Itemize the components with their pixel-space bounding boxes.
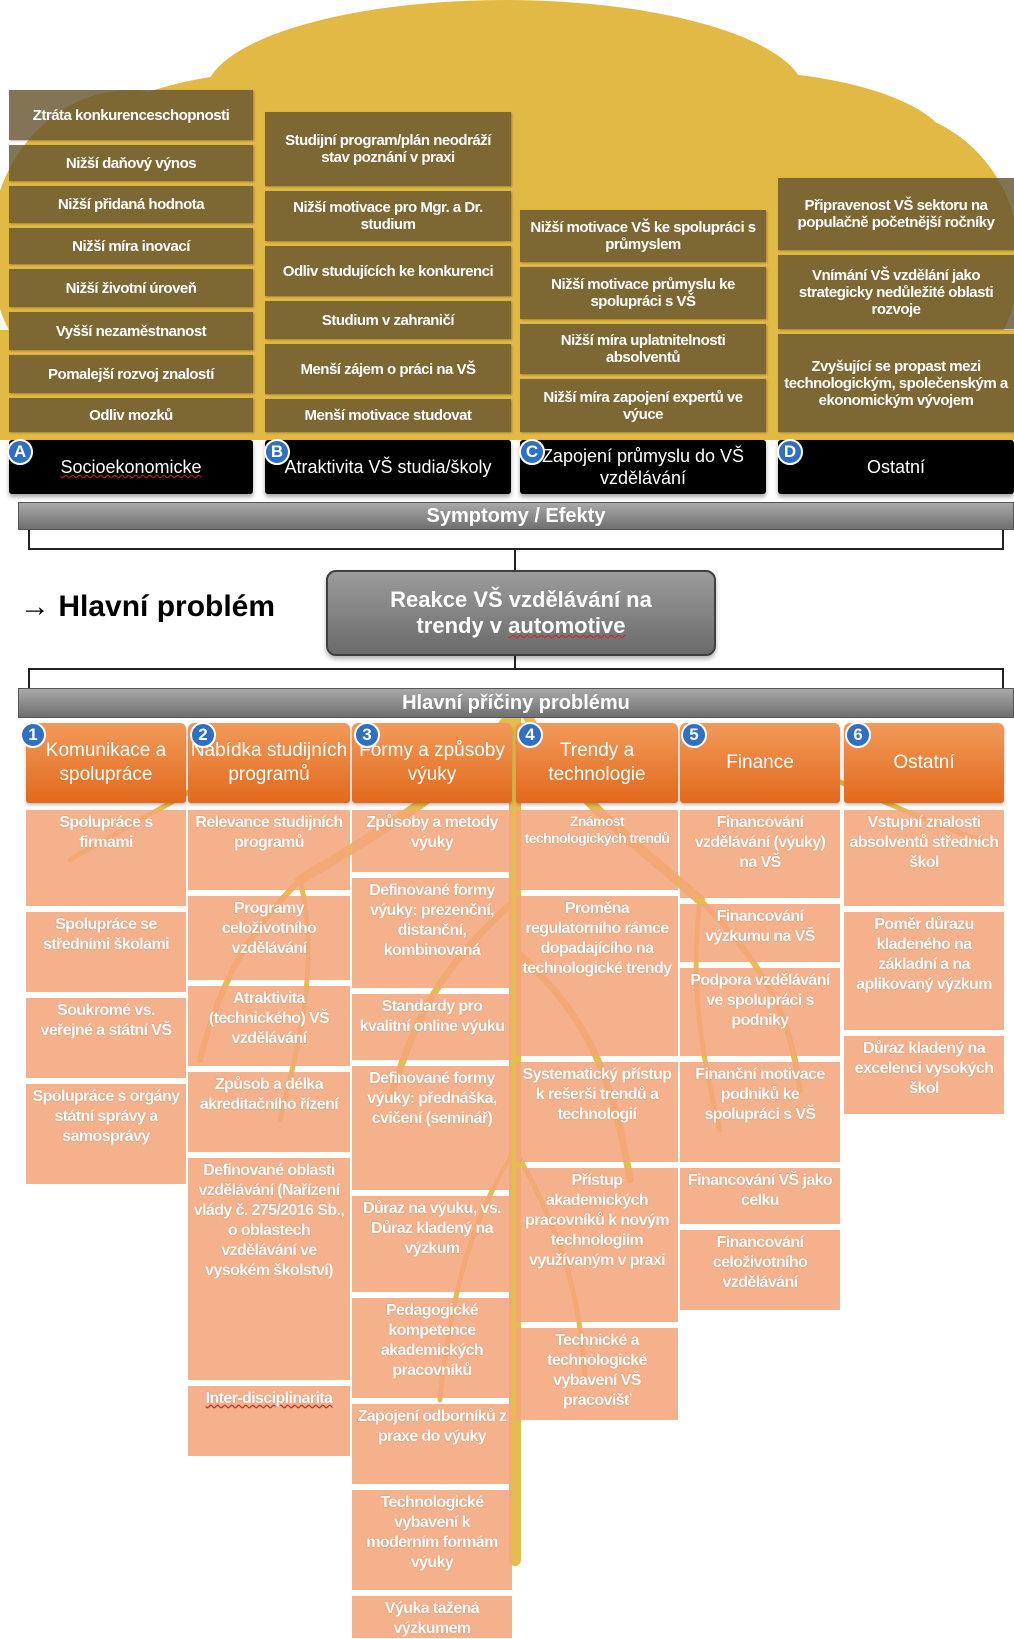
- symptom-item: Odliv studujících ke konkurenci: [265, 246, 511, 296]
- cause-item: Výuka tažená výzkumem: [352, 1596, 512, 1638]
- cause-item: Inter-disciplinarita: [188, 1386, 350, 1456]
- badge-2: 2: [190, 722, 216, 748]
- main-problem-text: trendy v: [416, 613, 509, 638]
- cause-item: Proměna regulatorního rámce dopadajícího…: [516, 896, 678, 1056]
- cause-item: Přístup akademických pracovníků k novým …: [516, 1168, 678, 1322]
- symptom-item: Nižší motivace VŠ ke spolupráci s průmys…: [520, 210, 766, 262]
- badge-b: B: [264, 439, 290, 465]
- cause-item: Financování vzdělávání (výuky) na VŠ: [680, 810, 840, 898]
- symptom-item: Nižší míra zapojení expertů ve výuce: [520, 379, 766, 432]
- causes-bar: Hlavní příčiny problému: [18, 688, 1014, 718]
- cause-item: Podpora vzdělávání ve spolupráci s podni…: [680, 968, 840, 1056]
- cause-header-communication: Komunikace a spolupráce: [26, 723, 186, 803]
- cause-item: Způsoby a metody výuky: [352, 810, 512, 872]
- cause-item: Soukromé vs. veřejné a státní VŠ: [26, 998, 186, 1078]
- symptom-item: Ztráta konkurenceschopnosti: [9, 90, 253, 140]
- category-attractiveness: Atraktivita VŠ studia/školy: [265, 440, 511, 494]
- main-problem-line1: Reakce VŠ vzdělávání na: [390, 587, 652, 612]
- cause-item: Definované formy výuky: prezenční, dista…: [352, 878, 512, 988]
- category-other: Ostatní: [778, 440, 1014, 494]
- category-socioeconomic: Socioekonomicke: [9, 440, 253, 494]
- symptom-item: Menší motivace studovat: [265, 399, 511, 432]
- cause-item: Systematický přístup k rešerši trendů a …: [516, 1062, 678, 1162]
- cause-item: Zapojení odborníků z praxe do výuky: [352, 1404, 512, 1484]
- cause-item: Důraz na výuku, vs. Důraz kladený na výz…: [352, 1196, 512, 1292]
- symptom-item: Studium v zahraničí: [265, 301, 511, 339]
- category-industry-involvement: Zapojení průmyslu do VŠ vzdělávání: [520, 440, 766, 494]
- cause-item: Definované oblasti vzdělávání (Nařízení …: [188, 1158, 350, 1380]
- symptoms-bar: Symptomy / Efekty: [18, 502, 1014, 530]
- cause-item: Atraktivita (technického) VŠ vzdělávání: [188, 986, 350, 1066]
- cause-item: Spolupráce se středními školami: [26, 912, 186, 992]
- cause-item: Financování celoživotního vzdělávání: [680, 1230, 840, 1310]
- symptom-item: Nižší míra uplatnitelnosti absolventů: [520, 324, 766, 374]
- symptom-item: Nižší míra inovací: [9, 228, 253, 264]
- cause-item: Programy celoživotního vzdělávání: [188, 896, 350, 980]
- symptom-item: Vyšší nezaměstnanost: [9, 312, 253, 350]
- symptom-item: Studijní program/plán neodráží stav pozn…: [265, 112, 511, 186]
- main-problem-label: → Hlavní problém: [20, 590, 276, 623]
- symptom-item: Menší zájem o práci na VŠ: [265, 344, 511, 394]
- cause-item: Technologické vybavení k moderním formám…: [352, 1490, 512, 1590]
- cause-header-trends: Trendy a technologie: [516, 723, 678, 803]
- badge-5: 5: [681, 722, 707, 748]
- symptom-item: Pomalejší rozvoj znalostí: [9, 355, 253, 393]
- cause-item: Známost technologických trendů: [516, 810, 678, 890]
- badge-c: C: [519, 439, 545, 465]
- connector-line: [514, 652, 516, 668]
- symptom-item: Odliv mozků: [9, 398, 253, 432]
- connector-line: [514, 550, 516, 572]
- cause-item: Relevance studijních programů: [188, 810, 350, 890]
- cause-item: Financování výzkumu na VŠ: [680, 904, 840, 962]
- symptom-item: Nižší motivace pro Mgr. a Dr. studium: [265, 191, 511, 241]
- symptom-item: Připravenost VŠ sektoru na populačně poč…: [778, 178, 1014, 250]
- badge-1: 1: [20, 722, 46, 748]
- symptom-item: Nižší přidaná hodnota: [9, 186, 253, 223]
- badge-a: A: [7, 439, 33, 465]
- main-problem-keyword: automotive: [508, 613, 626, 638]
- symptom-item: Vnímání VŠ vzdělání jako strategicky ned…: [778, 255, 1014, 329]
- cause-item: Způsob a délka akreditačního řízení: [188, 1072, 350, 1152]
- cause-item: Finanční motivace podniků ke spolupráci …: [680, 1062, 840, 1162]
- badge-6: 6: [845, 722, 871, 748]
- cause-item: Spolupráce s orgány státní správy a samo…: [26, 1084, 186, 1184]
- main-problem-box: Reakce VŠ vzdělávání na trendy v automot…: [326, 570, 716, 656]
- main-problem-line2: trendy v automotive: [390, 613, 652, 639]
- badge-4: 4: [517, 722, 543, 748]
- cause-item: Financování VŠ jako celku: [680, 1168, 840, 1224]
- cause-item: Technické a technologické vybavení VŠ pr…: [516, 1328, 678, 1420]
- cause-item: Definované formy výuky: přednáška, cviče…: [352, 1066, 512, 1190]
- cause-item: Pedagogické kompetence akademických prac…: [352, 1298, 512, 1398]
- cause-item: Poměr důrazu kladeného na základní a na …: [844, 912, 1004, 1030]
- symptom-item: Nižší daňový výnos: [9, 145, 253, 181]
- symptom-item: Nižší motivace průmyslu ke spolupráci s …: [520, 267, 766, 319]
- category-label: Socioekonomicke: [60, 457, 202, 477]
- symptom-item: Zvyšující se propast mezi technologickým…: [778, 334, 1014, 432]
- symptom-item: Nižší životní úroveň: [9, 269, 253, 307]
- badge-3: 3: [354, 722, 380, 748]
- badge-d: D: [777, 439, 803, 465]
- cause-item: Spolupráce s firmami: [26, 810, 186, 906]
- cause-item-text: Inter-disciplinarita: [205, 1390, 333, 1407]
- cause-item: Standardy pro kvalitní online výuku: [352, 994, 512, 1060]
- cause-item: Důraz kladený na excelenci vysokých škol: [844, 1036, 1004, 1114]
- cause-item: Vstupní znalosti absolventů středních šk…: [844, 810, 1004, 906]
